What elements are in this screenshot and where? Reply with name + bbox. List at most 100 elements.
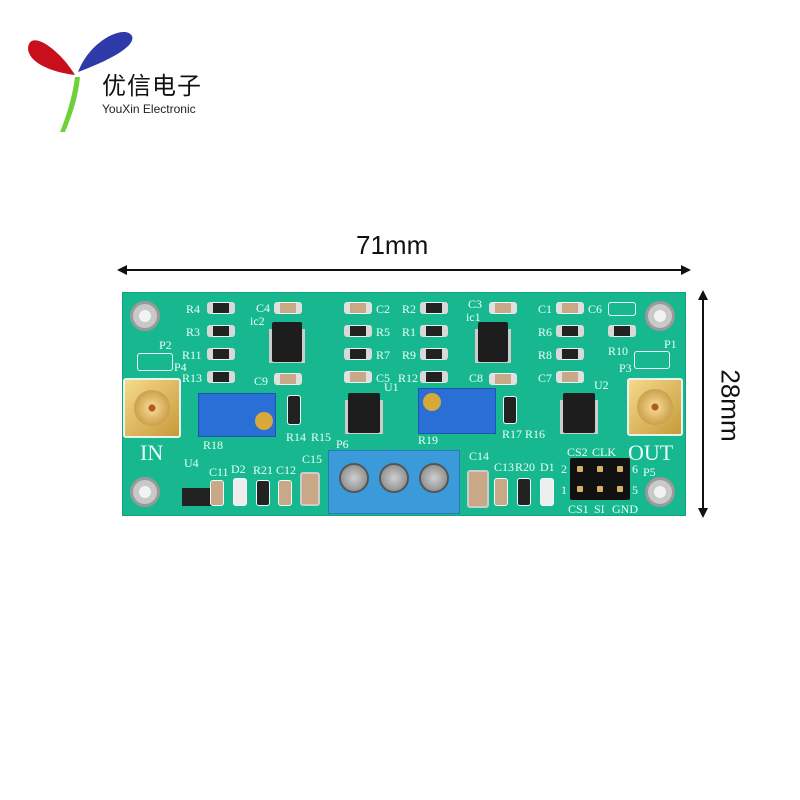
resistor bbox=[344, 348, 372, 360]
potentiometer-r19[interactable] bbox=[418, 388, 496, 434]
label-r7: R7 bbox=[376, 348, 391, 362]
label-p2: P2 bbox=[159, 338, 172, 352]
capacitor bbox=[489, 373, 517, 385]
label-r8: R8 bbox=[538, 348, 553, 362]
label-r21: R21 bbox=[253, 463, 274, 477]
label-r5: R5 bbox=[376, 325, 391, 339]
out-label: OUT bbox=[628, 440, 674, 465]
label-pin-5: 5 bbox=[632, 483, 638, 497]
label-c7: C7 bbox=[538, 371, 553, 385]
capacitor-c14 bbox=[467, 470, 489, 508]
potentiometer-r18[interactable] bbox=[198, 393, 276, 437]
label-pin-2: 2 bbox=[561, 462, 567, 476]
label-ic2: ic2 bbox=[250, 314, 265, 328]
mounting-hole bbox=[645, 301, 675, 331]
capacitor bbox=[556, 302, 584, 314]
label-c9: C9 bbox=[254, 374, 269, 388]
in-label: IN bbox=[140, 440, 164, 465]
label-u2: U2 bbox=[594, 378, 609, 392]
label-ic1: ic1 bbox=[466, 310, 481, 324]
label-p3: P3 bbox=[619, 361, 632, 375]
label-pin-1: 1 bbox=[561, 483, 567, 497]
label-r15: R15 bbox=[311, 430, 332, 444]
label-c2: C2 bbox=[376, 302, 391, 316]
led-d1 bbox=[540, 478, 554, 506]
u1-chip bbox=[348, 393, 380, 433]
sma-input-connector[interactable] bbox=[123, 378, 181, 438]
width-arrow-icon bbox=[117, 265, 691, 275]
resistor-r17 bbox=[503, 396, 517, 424]
mounting-hole bbox=[130, 477, 160, 507]
label-d2: D2 bbox=[231, 462, 246, 476]
label-p4: P4 bbox=[174, 360, 187, 374]
label-c13: C13 bbox=[494, 460, 515, 474]
logo-mark-icon bbox=[28, 32, 133, 132]
label-r3: R3 bbox=[186, 325, 201, 339]
capacitor-c15 bbox=[300, 472, 320, 506]
u2-chip bbox=[563, 393, 595, 433]
screw-terminal-p6[interactable] bbox=[328, 450, 460, 514]
mounting-hole bbox=[130, 301, 160, 331]
screw-icon[interactable] bbox=[419, 463, 449, 493]
label-r11: R11 bbox=[182, 348, 202, 362]
label-clk: CLK bbox=[592, 445, 616, 459]
capacitor bbox=[344, 302, 372, 314]
label-c4: C4 bbox=[256, 301, 271, 315]
label-r17: R17 bbox=[502, 427, 523, 441]
label-r1: R1 bbox=[402, 325, 417, 339]
resistor bbox=[207, 348, 235, 360]
resistor bbox=[420, 302, 448, 314]
capacitor bbox=[274, 302, 302, 314]
label-d1: D1 bbox=[540, 460, 555, 474]
screw-icon[interactable] bbox=[339, 463, 369, 493]
resistor bbox=[556, 325, 584, 337]
label-c11: C11 bbox=[209, 465, 229, 479]
resistor bbox=[556, 348, 584, 360]
resistor bbox=[207, 325, 235, 337]
resistor-r20 bbox=[517, 478, 531, 506]
resistor bbox=[420, 348, 448, 360]
resistor bbox=[420, 325, 448, 337]
label-r19: R19 bbox=[418, 433, 439, 447]
label-r2: R2 bbox=[402, 302, 417, 316]
label-si: SI bbox=[594, 502, 605, 516]
label-c12: C12 bbox=[276, 463, 297, 477]
mounting-hole bbox=[645, 477, 675, 507]
capacitor bbox=[274, 373, 302, 385]
height-dimension: 28mm bbox=[715, 369, 746, 442]
capacitor-c12 bbox=[278, 480, 292, 506]
capacitor-pads bbox=[608, 302, 636, 316]
label-r13: R13 bbox=[182, 371, 203, 385]
label-cs1: CS1 bbox=[568, 502, 589, 516]
resistor-r21 bbox=[256, 480, 270, 506]
resistor bbox=[344, 325, 372, 337]
label-c6: C6 bbox=[588, 302, 603, 316]
height-arrow-icon bbox=[698, 290, 708, 518]
label-r18: R18 bbox=[203, 438, 224, 452]
label-gnd: GND bbox=[612, 502, 638, 516]
capacitor-c13 bbox=[494, 478, 508, 506]
label-c8: C8 bbox=[469, 371, 484, 385]
resistor bbox=[608, 325, 636, 337]
label-r12: R12 bbox=[398, 371, 419, 385]
screw-icon[interactable] bbox=[379, 463, 409, 493]
logo-english-text: YouXin Electronic bbox=[102, 102, 196, 116]
label-r9: R9 bbox=[402, 348, 417, 362]
label-r14: R14 bbox=[286, 430, 307, 444]
width-dimension: 71mm bbox=[356, 230, 429, 260]
resistor-r14 bbox=[287, 395, 301, 425]
resistor bbox=[207, 371, 235, 383]
label-u4: U4 bbox=[184, 456, 199, 470]
label-r20: R20 bbox=[515, 460, 536, 474]
label-c5: C5 bbox=[376, 371, 391, 385]
capacitor bbox=[556, 371, 584, 383]
ic2-chip bbox=[272, 322, 302, 362]
label-u1: U1 bbox=[384, 380, 399, 394]
capacitor-c11 bbox=[210, 480, 224, 506]
sma-output-connector[interactable] bbox=[627, 378, 683, 436]
pin-header-p5[interactable] bbox=[570, 458, 630, 500]
capacitor bbox=[489, 302, 517, 314]
label-r16: R16 bbox=[525, 427, 546, 441]
test-point-p2 bbox=[137, 353, 173, 371]
label-r10: R10 bbox=[608, 344, 629, 358]
